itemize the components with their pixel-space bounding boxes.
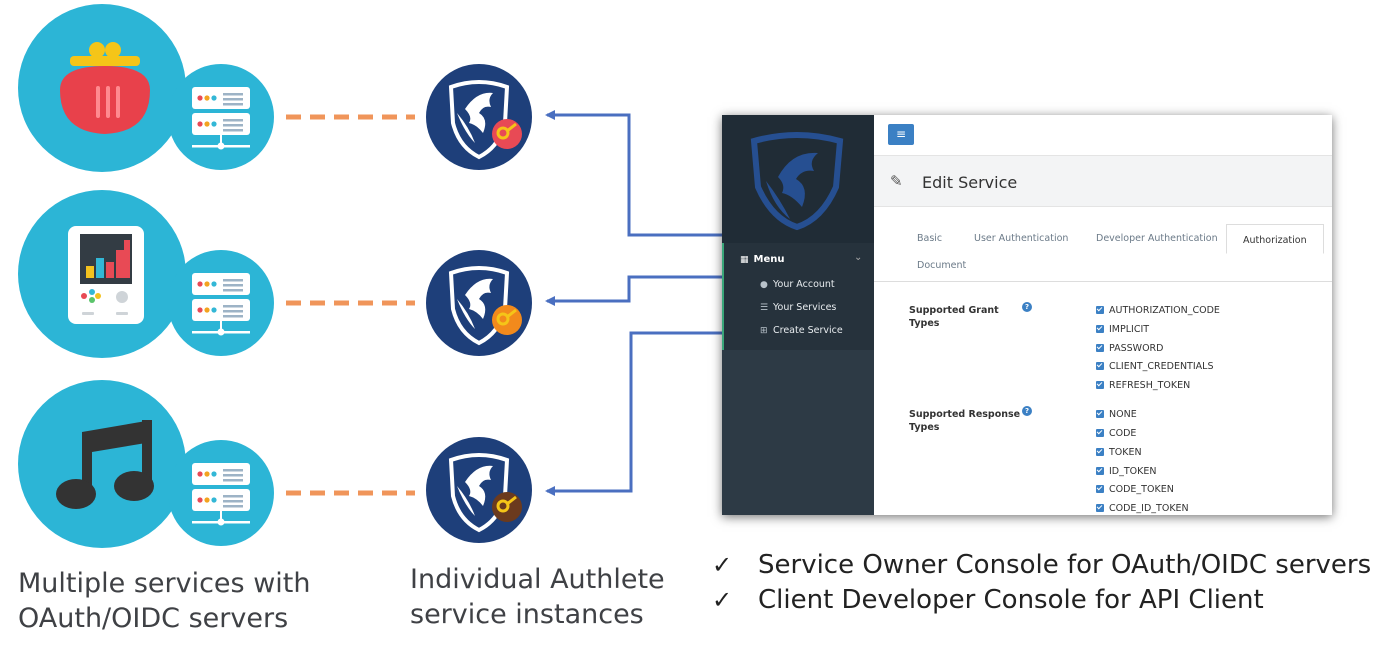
checkbox-option[interactable]: ID_TOKEN: [1096, 466, 1157, 477]
tab-developer-authentication[interactable]: Developer Authentication: [1096, 233, 1218, 244]
checkbox-icon: [1096, 362, 1104, 370]
authlete-shield-icon: [424, 62, 534, 172]
checkbox-icon: [1096, 429, 1104, 437]
checkmark-icon: ✓: [712, 551, 733, 579]
caption-line: Multiple services with: [18, 568, 311, 599]
arrow-to-instance-2: [545, 275, 722, 306]
plus-square-icon: ⊞: [760, 326, 768, 336]
tab-document[interactable]: Document: [917, 260, 967, 271]
checklist-item: ✓Service Owner Console for OAuth/OIDC se…: [712, 548, 1371, 583]
service-game: [18, 190, 274, 358]
checkbox-option[interactable]: AUTHORIZATION_CODE: [1096, 305, 1220, 316]
wallet-icon: [60, 42, 150, 134]
menu-item-your-services[interactable]: ☰Your Services: [760, 302, 837, 313]
checkbox-icon: [1096, 504, 1104, 512]
service-owner-console: ▦Menu ⌄ ●Your Account ☰Your Services ⊞Cr…: [722, 115, 1332, 515]
hamburger-menu-button[interactable]: ≡: [888, 124, 914, 145]
checkbox-option[interactable]: IMPLICIT: [1096, 324, 1149, 335]
checkmark-icon: ✓: [712, 586, 733, 614]
user-icon: ●: [760, 280, 768, 290]
console-topbar: ≡: [874, 115, 1332, 156]
dashed-connectors: [286, 114, 415, 496]
service-wallet: [18, 4, 274, 172]
console-arrows: [545, 110, 722, 496]
tab-basic[interactable]: Basic: [917, 233, 943, 244]
service-music: [18, 380, 274, 548]
checklist-item: ✓Client Developer Console for API Client: [712, 583, 1371, 618]
checkbox-option[interactable]: CLIENT_CREDENTIALS: [1096, 361, 1213, 372]
music-note-icon: [56, 420, 154, 509]
checkbox-icon: [1096, 410, 1104, 418]
console-logo: [722, 115, 874, 243]
page-title: Edit Service: [922, 173, 1018, 192]
authlete-instance-1: [424, 62, 534, 172]
tab-user-authentication[interactable]: User Authentication: [974, 233, 1069, 244]
caption-line: Individual Authlete: [410, 564, 665, 595]
caption-services: Multiple services with OAuth/OIDC server…: [18, 566, 310, 636]
field-label-response-types: Supported Response Types: [909, 409, 1021, 433]
authlete-instance-2: [424, 248, 534, 358]
checkbox-option[interactable]: PASSWORD: [1096, 343, 1163, 354]
arrow-to-instance-3: [545, 331, 722, 496]
console-tabs: Basic User Authentication Developer Auth…: [874, 207, 1332, 282]
field-label-grant-types: Supported Grant Types: [909, 305, 999, 329]
checkbox-icon: [1096, 448, 1104, 456]
caption-line: OAuth/OIDC servers: [18, 603, 289, 634]
help-icon[interactable]: ?: [1022, 406, 1032, 416]
checkbox-option[interactable]: CODE_ID_TOKEN: [1096, 503, 1189, 514]
feature-checklist: ✓Service Owner Console for OAuth/OIDC se…: [712, 548, 1371, 618]
tab-authorization[interactable]: Authorization: [1226, 224, 1324, 254]
checkbox-option[interactable]: REFRESH_TOKEN: [1096, 380, 1190, 391]
authlete-instance-3: [424, 435, 534, 545]
checkbox-option[interactable]: TOKEN: [1096, 447, 1142, 458]
checkbox-option[interactable]: NONE: [1096, 409, 1137, 420]
caption-instances: Individual Authlete service instances: [410, 562, 665, 632]
help-icon[interactable]: ?: [1022, 302, 1032, 312]
checkbox-option[interactable]: CODE_TOKEN: [1096, 484, 1174, 495]
checkbox-icon: [1096, 381, 1104, 389]
chevron-down-icon[interactable]: ⌄: [854, 252, 863, 263]
list-icon: ☰: [760, 303, 769, 313]
menu-item-your-account[interactable]: ●Your Account: [760, 279, 835, 290]
authlete-shield-icon: [424, 248, 534, 358]
grid-icon: ▦: [740, 255, 749, 265]
edit-icon: ✎: [890, 172, 903, 190]
checkbox-icon: [1096, 467, 1104, 475]
checkbox-icon: [1096, 306, 1104, 314]
menu-item-create-service[interactable]: ⊞Create Service: [760, 325, 843, 336]
console-menu: ▦Menu ⌄ ●Your Account ☰Your Services ⊞Cr…: [722, 243, 874, 350]
authlete-shield-icon: [424, 435, 534, 545]
checkbox-icon: [1096, 325, 1104, 333]
checkbox-icon: [1096, 485, 1104, 493]
console-page-header: ✎ Edit Service: [874, 156, 1332, 207]
menu-heading: ▦Menu: [740, 254, 785, 265]
arrow-to-instance-1: [545, 110, 722, 237]
caption-line: service instances: [410, 599, 644, 630]
checkbox-option[interactable]: CODE: [1096, 428, 1136, 439]
checkbox-icon: [1096, 344, 1104, 352]
game-console-icon: [68, 226, 144, 324]
